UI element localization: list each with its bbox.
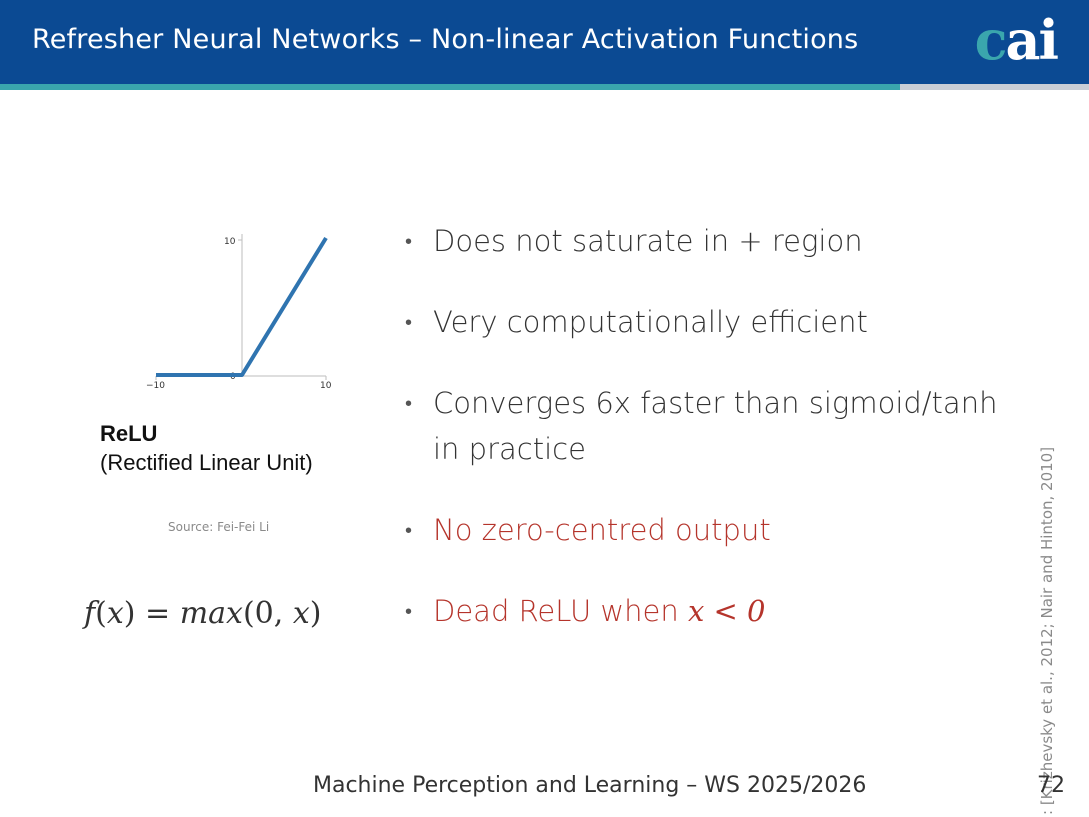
header-grey-bar (900, 84, 1089, 90)
bullet-math: x < 0 (687, 594, 766, 628)
figure-title: ReLU (100, 421, 158, 446)
figure-subtitle: (Rectified Linear Unit) (100, 450, 313, 475)
ytick-top-label: 10 (224, 237, 236, 247)
bullet-text: Converges 6x faster than sigmoid/tanh in… (433, 386, 998, 466)
header-accent-bar (0, 84, 900, 90)
bullet-item: • Very computationally efficient (405, 299, 1015, 345)
relu-line (156, 236, 328, 377)
formula-f: f (84, 596, 96, 631)
slide-header: Refresher Neural Networks – Non-linear A… (0, 0, 1089, 84)
bullet-dot: • (405, 599, 413, 623)
relu-plot: 10 0 −10 10 (146, 234, 332, 391)
bullet-dot: • (405, 391, 413, 415)
bullet-item: • Dead ReLU when x < 0 (405, 588, 1015, 634)
slide-title: Refresher Neural Networks – Non-linear A… (32, 24, 859, 55)
formula-x: x (106, 596, 124, 631)
xtick-right-label: 10 (320, 381, 332, 391)
bullet-text: No zero-centred output (433, 513, 771, 547)
figure-source: Source: Fei-Fei Li (168, 520, 270, 534)
bullet-text: Very computationally efficient (433, 305, 868, 339)
bullet-dot: • (405, 310, 413, 334)
page-number: 72 (1037, 773, 1065, 798)
side-reference: : [Krizhevsky et al., 2012; Nair and Hin… (1038, 446, 1056, 815)
relu-formula: f(x) = max(0, x) (84, 596, 322, 631)
bullet-item: • No zero-centred output (405, 507, 1015, 553)
formula-x2: x (292, 596, 310, 631)
logo-c: c (974, 8, 1008, 72)
bullet-item: • Does not saturate in + region (405, 218, 1015, 264)
formula-args: (0, (242, 596, 293, 631)
bullet-list: • Does not saturate in + region • Very com… (405, 218, 1015, 634)
logo-ai: ai (1005, 8, 1058, 72)
formula-max: max (179, 596, 243, 631)
formula-eq: = (145, 596, 171, 631)
bullet-item: • Converges 6x faster than sigmoid/tanh i… (405, 380, 1015, 472)
bullet-text: Dead ReLU when (433, 594, 688, 628)
xtick-left-label: −10 (146, 381, 165, 391)
bullet-dot: • (405, 518, 413, 542)
footer-course: Machine Perception and Learning – WS 202… (313, 773, 867, 798)
formula-close: ) (309, 596, 322, 631)
cai-logo: cai (974, 8, 1059, 72)
bullet-text: Does not saturate in + region (433, 224, 863, 258)
bullet-dot: • (405, 229, 413, 253)
